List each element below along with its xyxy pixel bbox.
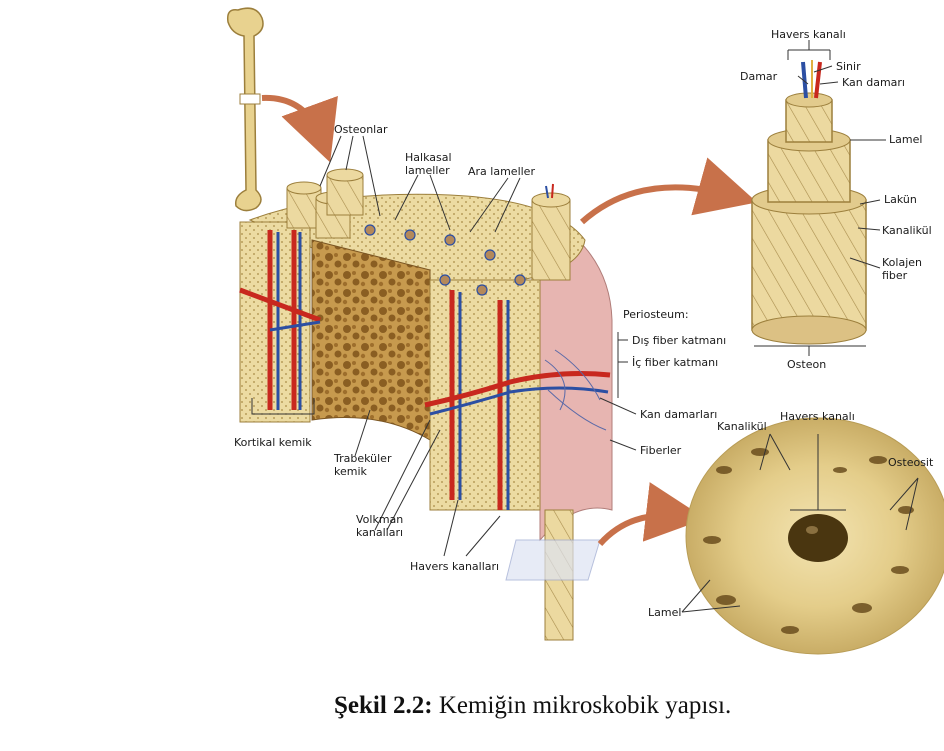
label-havers-kanallari: Havers kanalları [410,560,499,573]
label-osteon: Osteon [787,358,826,371]
long-bone-icon [228,8,263,210]
label-lamel-top: Lamel [889,133,922,146]
caption-figure-number: Şekil 2.2: [334,692,433,719]
label-kanalikul-bottom: Kanalikül [717,420,767,433]
label-fiberler: Fiberler [640,444,682,457]
label-kanalikul-top: Kanalikül [882,224,932,237]
label-kolajen-2: fiber [882,269,908,282]
label-halkasal-2: lameller [405,164,450,177]
label-kolajen-1: Kolajen [882,256,922,269]
label-trabekuler-1: Trabeküler [333,452,392,465]
microscopic-cross-section [686,418,944,654]
curved-arrow-2 [582,187,734,222]
label-sinir: Sinir [836,60,861,73]
label-kan-damarlari: Kan damarları [640,408,717,421]
label-kortikal: Kortikal kemik [234,436,312,449]
curved-arrow-1 [262,98,322,140]
label-lamel-bottom: Lamel [648,606,681,619]
label-havers-kanali-bottom: Havers kanalı [780,410,855,423]
label-trabekuler-2: kemik [334,465,368,478]
label-osteosit: Osteosit [888,456,934,469]
figure-caption: Şekil 2.2: Kemiğin mikroskobik yapısı. [334,692,894,720]
label-damar: Damar [740,70,778,83]
label-dis-fiber: Dış fiber katmanı [632,334,726,347]
label-ara-lameller: Ara lameller [468,165,535,178]
label-volkman-1: Volkman [356,513,403,526]
label-lakun: Lakün [884,193,917,206]
label-ic-fiber: İç fiber katmanı [632,356,718,369]
label-havers-kanali-top: Havers kanalı [771,28,846,41]
label-halkasal-1: Halkasal [405,151,452,164]
label-volkman-2: kanalları [356,526,403,539]
label-kan-damari: Kan damarı [842,76,905,89]
label-osteonlar: Osteonlar [334,123,388,136]
label-periosteum: Periosteum: [623,308,689,321]
curved-arrow-3 [600,515,682,544]
osteon-detail [752,60,866,344]
caption-text: Kemiğin mikroskobik yapısı. [433,692,732,719]
